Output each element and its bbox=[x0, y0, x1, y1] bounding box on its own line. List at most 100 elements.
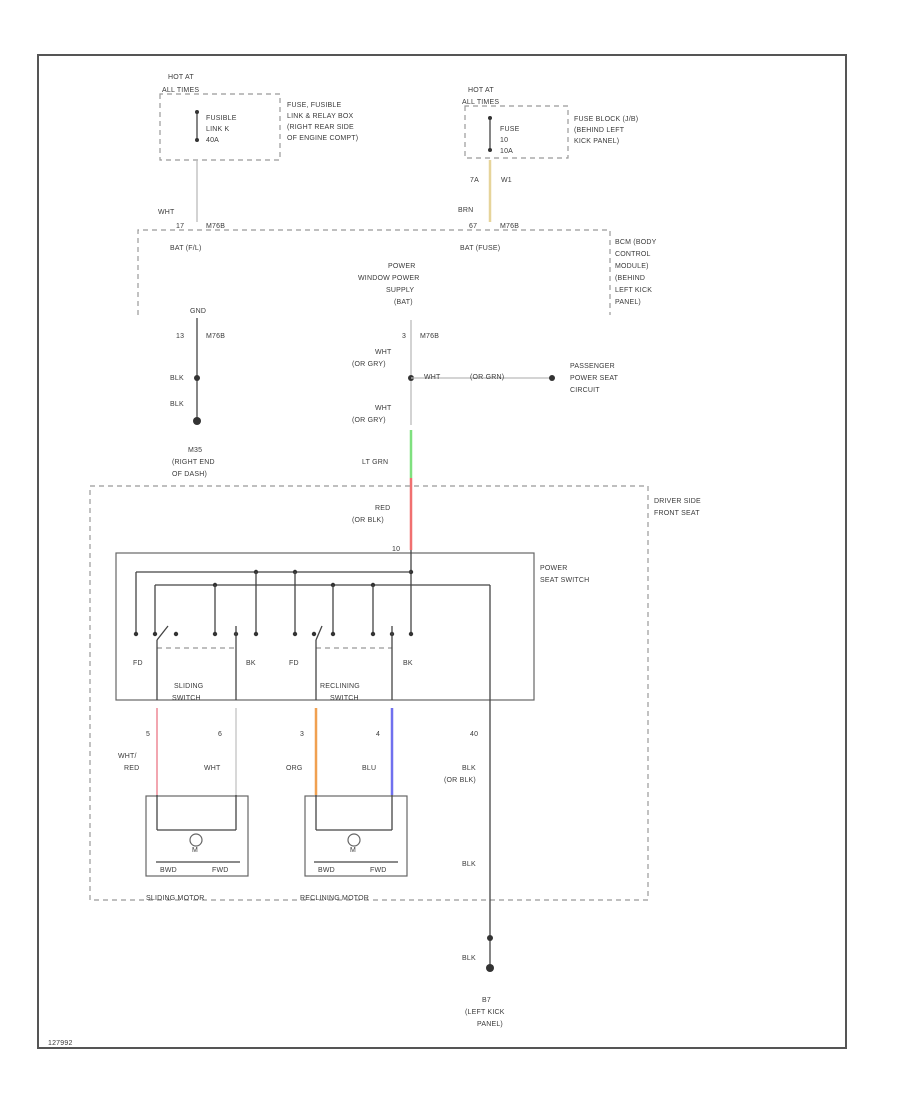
fusible-location-1: FUSE, FUSIBLE bbox=[287, 102, 341, 109]
diagram-frame bbox=[37, 54, 847, 1049]
hot-label-right-2: ALL TIMES bbox=[462, 99, 499, 106]
out-pin-40: 40 bbox=[470, 731, 478, 738]
fd-label-2: FD bbox=[289, 660, 299, 667]
connector-m76b-2: M76B bbox=[500, 223, 519, 230]
fuse-label-3: 10A bbox=[500, 148, 513, 155]
out-wire-wht: WHT bbox=[204, 765, 221, 772]
supply-label-4: (BAT) bbox=[394, 299, 413, 306]
wire-lt-grn-label: LT GRN bbox=[362, 459, 388, 466]
out-pin-5: 5 bbox=[146, 731, 150, 738]
fuse-location-1: FUSE BLOCK (J/B) bbox=[574, 116, 638, 123]
supply-wire-orgry-2: (OR GRY) bbox=[352, 417, 386, 424]
supply-label-3: SUPPLY bbox=[386, 287, 414, 294]
branch-wire-wht: WHT bbox=[424, 374, 441, 381]
out-pin-3: 3 bbox=[300, 731, 304, 738]
pin-17: 17 bbox=[176, 223, 184, 230]
connector-m76b-4: M76B bbox=[420, 333, 439, 340]
ground-b7-label-1: B7 bbox=[482, 997, 491, 1004]
hot-label-right: HOT AT bbox=[468, 87, 494, 94]
sliding-motor-bwd: BWD bbox=[160, 867, 177, 874]
driver-seat-label-1: DRIVER SIDE bbox=[654, 498, 701, 505]
bcm-module: BAT (F/L) BAT (FUSE) BCM (BODY CONTROL M… bbox=[137, 229, 657, 315]
wire-brn-label: BRN bbox=[458, 207, 473, 214]
fusible-label-1: FUSIBLE bbox=[206, 115, 237, 122]
gnd-label: GND bbox=[190, 308, 206, 315]
ground-blk-2: BLK bbox=[462, 955, 476, 962]
pin-13: 13 bbox=[176, 333, 184, 340]
reclining-motor: M BWD FWD RECLINING MOTOR bbox=[300, 795, 408, 902]
out-wire-orblk: (OR BLK) bbox=[444, 777, 476, 784]
ground-m35-label-2: (RIGHT END bbox=[172, 459, 215, 466]
supply-label-2: WINDOW POWER bbox=[358, 275, 420, 282]
fusible-location-2: LINK & RELAY BOX bbox=[287, 113, 353, 120]
connector-m76b-1: M76B bbox=[206, 223, 225, 230]
switch-label-1: POWER bbox=[540, 565, 567, 572]
reclining-motor-m: M bbox=[350, 847, 356, 854]
driver-seat-label-2: FRONT SEAT bbox=[654, 510, 700, 517]
bk-label-1: BK bbox=[246, 660, 256, 667]
fuse-label-2: 10 bbox=[500, 137, 508, 144]
pin-3-supply: 3 bbox=[402, 333, 406, 340]
pin-7a: 7A bbox=[470, 177, 479, 184]
hot-label-2: ALL TIMES bbox=[162, 87, 199, 94]
switch-label-2: SEAT SWITCH bbox=[540, 577, 589, 584]
reclining-switch-label-2: SWITCH bbox=[330, 695, 359, 702]
ground-m35-icon bbox=[193, 417, 201, 425]
bcm-label-6: PANEL) bbox=[615, 299, 641, 306]
wire-wht-1: WHT bbox=[158, 209, 175, 216]
reclining-motor-fwd: FWD bbox=[370, 867, 387, 874]
bcm-label-3: MODULE) bbox=[615, 263, 649, 270]
supply-wire-wht-2: WHT bbox=[375, 405, 392, 412]
fuse-location-3: KICK PANEL) bbox=[574, 138, 619, 145]
ground-blk-1: BLK bbox=[462, 861, 476, 868]
sliding-switch-label-2: SWITCH bbox=[172, 695, 201, 702]
sliding-motor-label: SLIDING MOTOR bbox=[146, 895, 204, 902]
out-wire-wht-red-1: WHT/ bbox=[118, 753, 137, 760]
supply-wire-wht-1: WHT bbox=[375, 349, 392, 356]
pin-w1: W1 bbox=[501, 177, 512, 184]
fusible-label-3: 40A bbox=[206, 137, 219, 144]
wire-red-orblk: (OR BLK) bbox=[352, 517, 384, 524]
out-wire-wht-red-2: RED bbox=[124, 765, 139, 772]
ground-m35-label-1: M35 bbox=[188, 447, 202, 454]
ground-b7-icon bbox=[486, 964, 494, 972]
fusible-link-block: HOT AT ALL TIMES FUSIBLE LINK K 40A FUSE… bbox=[158, 74, 358, 230]
sliding-motor-fwd: FWD bbox=[212, 867, 229, 874]
bcm-label-2: CONTROL bbox=[615, 251, 651, 258]
fusible-label-2: LINK K bbox=[206, 126, 230, 133]
reclining-motor-label: RECLINING MOTOR bbox=[300, 895, 369, 902]
pin-67: 67 bbox=[469, 223, 477, 230]
fd-label-1: FD bbox=[133, 660, 143, 667]
reclining-switch-label-1: RECLINING bbox=[320, 683, 360, 690]
bat-fuse: BAT (FUSE) bbox=[460, 245, 500, 252]
passenger-label-1: PASSENGER bbox=[570, 363, 615, 370]
wire-red-label: RED bbox=[375, 505, 390, 512]
branch-wire-orgrn: (OR GRN) bbox=[470, 374, 504, 381]
bcm-label-1: BCM (BODY bbox=[615, 239, 657, 246]
bcm-label-5: LEFT KICK bbox=[615, 287, 652, 294]
passenger-label-3: CIRCUIT bbox=[570, 387, 600, 394]
fusible-location-3: (RIGHT REAR SIDE bbox=[287, 124, 354, 131]
fuse-location-2: (BEHIND LEFT bbox=[574, 127, 625, 134]
ground-m35-label-3: OF DASH) bbox=[172, 471, 207, 478]
fuse-block: HOT AT ALL TIMES FUSE 10 10A FUSE BLOCK … bbox=[458, 87, 638, 230]
ground-b7-label-2: (LEFT KICK bbox=[465, 1009, 505, 1016]
hot-label: HOT AT bbox=[168, 74, 194, 81]
reclining-motor-bwd: BWD bbox=[318, 867, 335, 874]
out-wire-blu: BLU bbox=[362, 765, 376, 772]
bat-fl: BAT (F/L) bbox=[170, 245, 202, 252]
out-wire-blk: BLK bbox=[462, 765, 476, 772]
ground-b7-label-3: PANEL) bbox=[477, 1021, 503, 1028]
pin-10-switch: 10 bbox=[392, 546, 400, 553]
sliding-motor: M BWD FWD SLIDING MOTOR bbox=[145, 795, 249, 902]
footer-code: 127992 bbox=[48, 1040, 73, 1047]
out-wire-org: ORG bbox=[286, 765, 303, 772]
supply-label-1: POWER bbox=[388, 263, 415, 270]
fusible-location-4: OF ENGINE COMPT) bbox=[287, 135, 358, 142]
gnd-wire-blk-2: BLK bbox=[170, 401, 184, 408]
driver-seat-region: DRIVER SIDE FRONT SEAT bbox=[89, 485, 701, 901]
passenger-label-2: POWER SEAT bbox=[570, 375, 619, 382]
power-seat-switch: POWER SEAT SWITCH bbox=[115, 550, 589, 702]
out-pin-6: 6 bbox=[218, 731, 222, 738]
